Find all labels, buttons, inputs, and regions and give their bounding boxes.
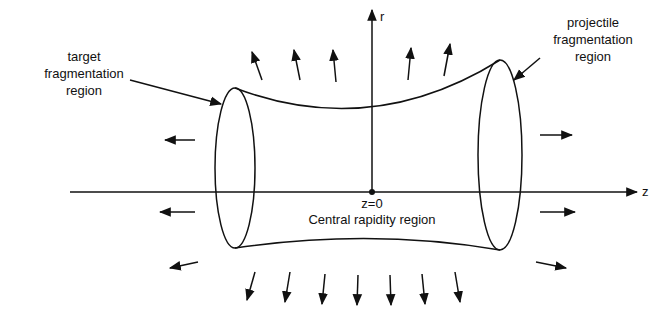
region-label: target fragmentation region — [36, 48, 132, 99]
expansion-arrows — [160, 44, 575, 305]
region-label: projectile fragmentation region — [538, 14, 648, 65]
tube-bottom-wall — [235, 238, 500, 250]
z-axis — [70, 191, 637, 193]
origin-label: z=0 — [346, 195, 398, 212]
axis-label: r — [380, 8, 400, 25]
region-label: Central rapidity region — [292, 211, 452, 228]
leader-arrow — [130, 80, 221, 104]
axis-label: z — [642, 183, 660, 200]
target-end-ellipse — [215, 88, 255, 248]
leader-arrow — [514, 58, 540, 80]
projectile-end-ellipse — [478, 60, 522, 250]
tube-top-wall — [235, 60, 500, 108]
r-axis — [371, 10, 373, 192]
